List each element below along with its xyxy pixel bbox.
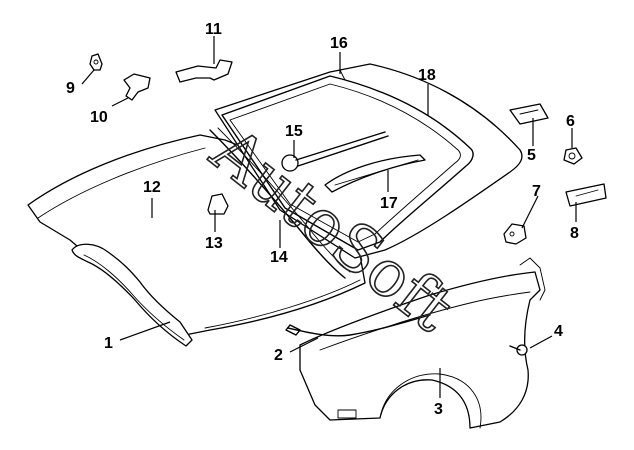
marker-plate [509, 103, 549, 125]
callout-4: 4 [554, 323, 563, 340]
cowl-seal [209, 127, 351, 279]
side-indicator [565, 183, 607, 207]
callout-14: 14 [270, 249, 288, 266]
fender-bolt [509, 344, 528, 356]
hood-seal-strip [71, 243, 193, 347]
hood-release-cable [285, 314, 431, 337]
retaining-pin [89, 53, 103, 71]
callout-8: 8 [570, 225, 579, 242]
callout-labels: 1 2 3 4 5 6 7 8 9 10 11 12 13 14 15 16 1… [66, 21, 579, 418]
callout-10: 10 [90, 109, 108, 126]
callout-7: 7 [532, 183, 541, 200]
callout-13: 13 [205, 235, 223, 252]
grommet [563, 147, 583, 165]
windshield-glass [214, 63, 523, 259]
wiper-blade [324, 154, 426, 193]
hood-latch [123, 73, 151, 101]
hood-prop-bracket [175, 59, 233, 83]
callout-2: 2 [274, 347, 283, 364]
wiper-arm [281, 131, 389, 172]
callout-11: 11 [205, 21, 222, 38]
callout-1: 1 [104, 335, 113, 352]
callout-18: 18 [418, 67, 436, 84]
callout-16: 16 [330, 35, 348, 52]
callout-15: 15 [285, 123, 303, 140]
bumper-stop [207, 193, 229, 215]
callout-3: 3 [434, 401, 443, 418]
callout-5: 5 [527, 147, 536, 164]
windshield-molding [221, 69, 474, 251]
fender-clip [503, 223, 527, 245]
callout-9: 9 [66, 80, 75, 97]
callout-12: 12 [143, 179, 161, 196]
callout-6: 6 [566, 113, 575, 130]
leader-lines [81, 36, 577, 398]
callout-17: 17 [380, 195, 398, 212]
